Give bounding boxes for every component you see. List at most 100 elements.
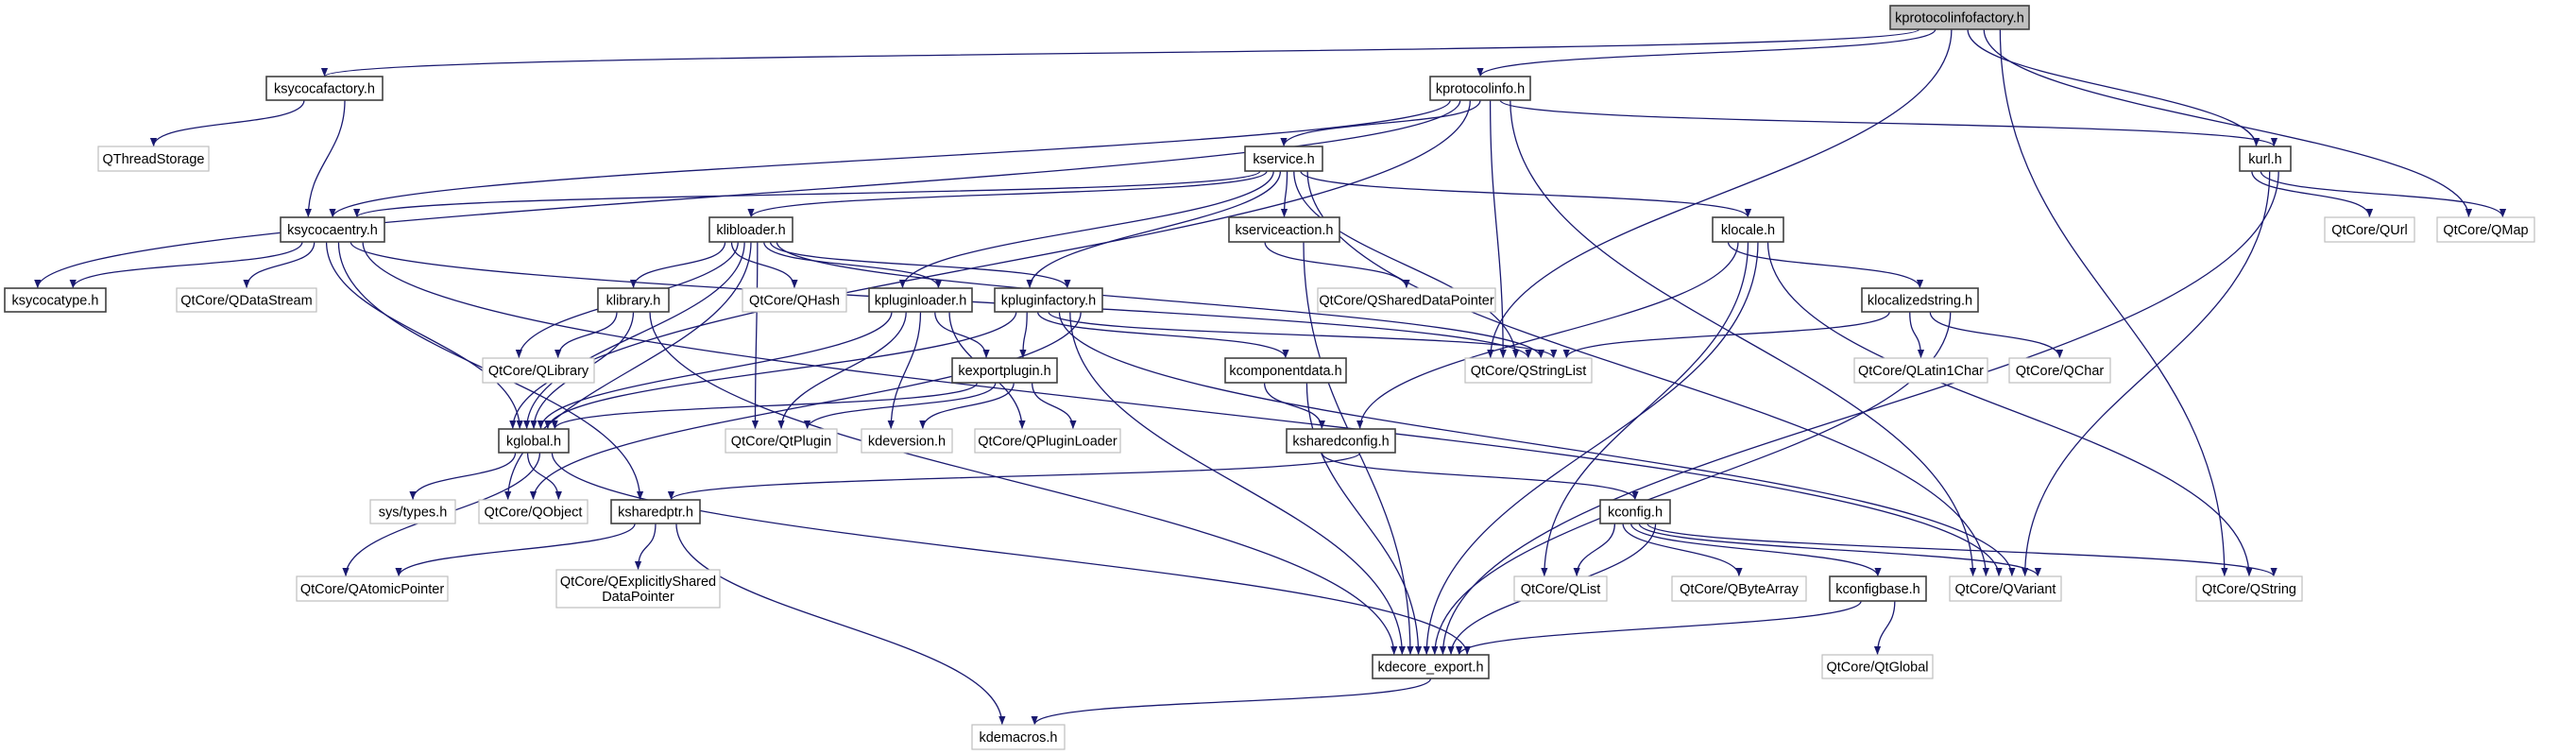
- node-box: [1671, 575, 1807, 602]
- edge-klocale-to-kdecore-export: [1423, 241, 1759, 656]
- edge-klibloader-to-kpluginfactory: [769, 241, 1071, 289]
- node-label: ksycocafactory.h: [274, 82, 375, 97]
- node-box: [2436, 216, 2535, 243]
- edge-kprotocolinfofactory-to-ksycocafactory: [321, 28, 1920, 77]
- node-klocalizedstring[interactable]: klocalizedstring.h: [1861, 287, 1979, 313]
- node-box: [1712, 216, 1784, 243]
- node-qobject: QtCore/QObject: [478, 499, 589, 524]
- node-kpluginloader[interactable]: kpluginloader.h: [868, 287, 973, 313]
- node-box: [742, 287, 847, 313]
- edge-ksycocaentry-to-qvariant: [362, 241, 2003, 577]
- node-ksycocafactory[interactable]: ksycocafactory.h: [265, 76, 384, 101]
- node-box: [1889, 5, 2030, 30]
- node-box: [1224, 357, 1347, 384]
- node-box: [1244, 146, 1323, 172]
- node-kservice[interactable]: kservice.h: [1244, 146, 1323, 172]
- edge-klocalizedstring-to-qstringlist: [1562, 311, 1890, 359]
- node-box: [1829, 575, 1927, 602]
- node-ksharedptr[interactable]: ksharedptr.h: [610, 499, 701, 524]
- node-kprotocolinfofactory[interactable]: kprotocolinfofactory.h: [1889, 5, 2030, 30]
- node-box: [708, 216, 793, 243]
- node-box: [610, 499, 701, 524]
- node-label: kdecore_export.h: [1377, 661, 1483, 676]
- node-kconfig[interactable]: kconfig.h: [1599, 499, 1671, 524]
- node-kdecore-export[interactable]: kdecore_export.h: [1372, 654, 1490, 679]
- edge-kpluginfactory-to-kcomponentdata: [1036, 311, 1289, 359]
- node-kcomponentdata[interactable]: kcomponentdata.h: [1224, 357, 1347, 384]
- edge-klibloader-to-klibrary: [629, 241, 726, 289]
- node-kprotocolinfo[interactable]: kprotocolinfo.h: [1429, 76, 1531, 101]
- node-label: ksharedconfig.h: [1292, 435, 1389, 450]
- edge-kprotocolinfofactory-to-kprotocolinfo: [1476, 28, 1936, 77]
- edge-kconfig-to-qstring: [1646, 523, 2277, 577]
- edge-kservice-to-qstringlist: [1293, 170, 1520, 359]
- node-label: QtCore/QAtomicPointer: [300, 582, 444, 597]
- node-klibrary[interactable]: klibrary.h: [597, 287, 670, 313]
- edge-kurl-to-qvariant: [2022, 170, 2271, 577]
- edge-kdecore-export-to-kdemacros: [1031, 678, 1432, 726]
- edge-kprotocolinfo-to-kservice: [1280, 99, 1481, 147]
- node-kdemacros: kdemacros.h: [971, 724, 1066, 750]
- edge-kpluginloader-to-kexportplugin: [934, 311, 990, 359]
- node-ksycocaentry[interactable]: ksycocaentry.h: [280, 216, 385, 243]
- node-box: [482, 357, 595, 384]
- edge-kprotocolinfo-to-kurl: [1499, 99, 2277, 147]
- node-box: [1861, 287, 1979, 313]
- edge-kpluginloader-to-kglobal: [537, 311, 893, 430]
- edge-klocale-to-qlist: [1541, 241, 1749, 577]
- node-box: [2324, 216, 2415, 243]
- node-systypes: sys/types.h: [369, 499, 456, 524]
- edge-kservice-to-kserviceaction: [1280, 170, 1288, 218]
- node-ksycocatype[interactable]: ksycocatype.h: [4, 287, 107, 313]
- node-kpluginfactory[interactable]: kpluginfactory.h: [994, 287, 1103, 313]
- node-box: [369, 499, 456, 524]
- node-label: kpluginloader.h: [875, 294, 967, 309]
- node-qatomicpointer: QtCore/QAtomicPointer: [296, 575, 449, 602]
- node-label: QtCore/QtPlugin: [731, 435, 831, 450]
- node-box: [1464, 357, 1593, 384]
- node-box: [555, 569, 721, 609]
- edge-kconfig-to-qlist: [1573, 523, 1616, 577]
- node-kurl[interactable]: kurl.h: [2239, 146, 2292, 172]
- edge-klibloader-to-qtplugin: [751, 241, 759, 430]
- edge-kurl-to-qurl: [2251, 170, 2374, 218]
- node-qthreadstorage: QThreadStorage: [97, 146, 210, 172]
- node-label: QtCore/QChar: [2016, 364, 2105, 379]
- node-label: QtCore/QObject: [485, 506, 583, 521]
- edge-kpluginfactory-to-kdecore-export: [1069, 311, 1406, 656]
- node-box: [1429, 76, 1531, 101]
- node-qtplugin: QtCore/QtPlugin: [725, 428, 838, 454]
- edge-ksycocaentry-to-ksycocatype: [69, 241, 303, 289]
- node-klibloader[interactable]: klibloader.h: [708, 216, 793, 243]
- node-label: QThreadStorage: [102, 152, 204, 167]
- node-kexportplugin[interactable]: kexportplugin.h: [951, 357, 1058, 384]
- edge-kglobal-to-qobject: [526, 452, 562, 501]
- nodes-layer: kprotocolinfofactory.h ksycocafactory.h kp…: [4, 5, 2535, 750]
- edge-ksharedptr-to-kdemacros: [675, 523, 1006, 726]
- node-label: kexportplugin.h: [958, 364, 1050, 379]
- node-box: [265, 76, 384, 101]
- edge-ksycocaentry-to-kglobal: [325, 241, 523, 430]
- node-label: sys/types.h: [379, 506, 448, 521]
- node-label: kprotocolinfofactory.h: [1895, 11, 2024, 26]
- edge-ksharedconfig-to-kconfig: [1321, 452, 1639, 501]
- node-klocale[interactable]: klocale.h: [1712, 216, 1784, 243]
- edge-klibloader-to-qhash: [730, 241, 798, 289]
- node-box: [2239, 146, 2292, 172]
- node-kserviceaction[interactable]: kserviceaction.h: [1228, 216, 1340, 243]
- edge-kurl-to-qmap: [2260, 170, 2507, 218]
- node-ksharedconfig[interactable]: ksharedconfig.h: [1286, 428, 1396, 454]
- edge-kpluginfactory-to-qobject: [529, 311, 1082, 501]
- edge-kconfig-to-kconfigbase: [1630, 523, 1882, 577]
- node-label: QtCore/QDataStream: [180, 294, 312, 309]
- node-label: klibrary.h: [606, 294, 661, 309]
- edge-klibrary-to-qlibrary: [554, 311, 618, 359]
- node-label: QtCore/QStringList: [1471, 364, 1587, 379]
- node-label: QtCore/QtGlobal: [1827, 661, 1929, 676]
- node-qvariant: QtCore/QVariant: [1949, 575, 2062, 602]
- node-label: QtCore/QLatin1Char: [1858, 364, 1984, 379]
- node-kconfigbase[interactable]: kconfigbase.h: [1829, 575, 1927, 602]
- node-kglobal[interactable]: kglobal.h: [498, 428, 570, 454]
- node-label: QtCore/QLibrary: [488, 364, 589, 379]
- edge-kservice-to-kpluginloader: [898, 170, 1274, 289]
